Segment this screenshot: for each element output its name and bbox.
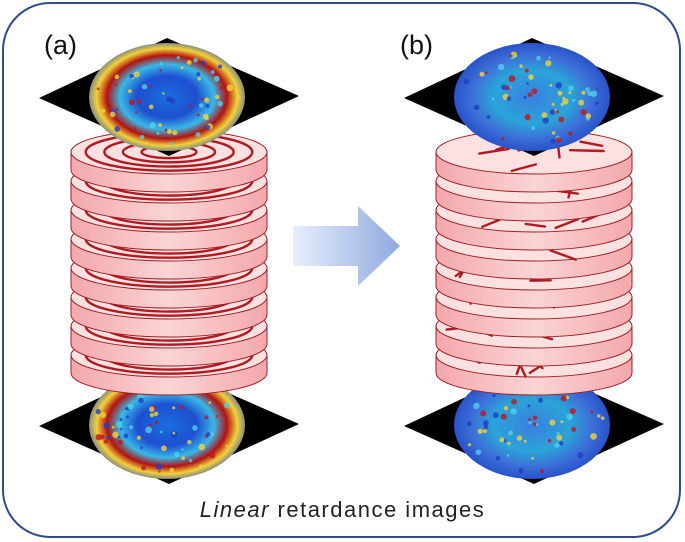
caption-emphasis: Linear bbox=[199, 497, 270, 522]
panel-label-b: (b) bbox=[400, 30, 433, 60]
panel-label-a: (a) bbox=[44, 30, 77, 60]
figure-caption: Linear retardance images bbox=[0, 497, 685, 523]
disk-stack-a bbox=[39, 38, 299, 484]
stackB-top-map bbox=[454, 43, 610, 151]
arrow-right-icon bbox=[293, 206, 400, 286]
stackB-bottom-map bbox=[454, 371, 610, 479]
arrow-shape bbox=[293, 206, 400, 286]
disk-stack-b bbox=[404, 38, 664, 484]
caption-rest: retardance images bbox=[269, 497, 486, 522]
stackA-bottom-map bbox=[89, 371, 245, 479]
